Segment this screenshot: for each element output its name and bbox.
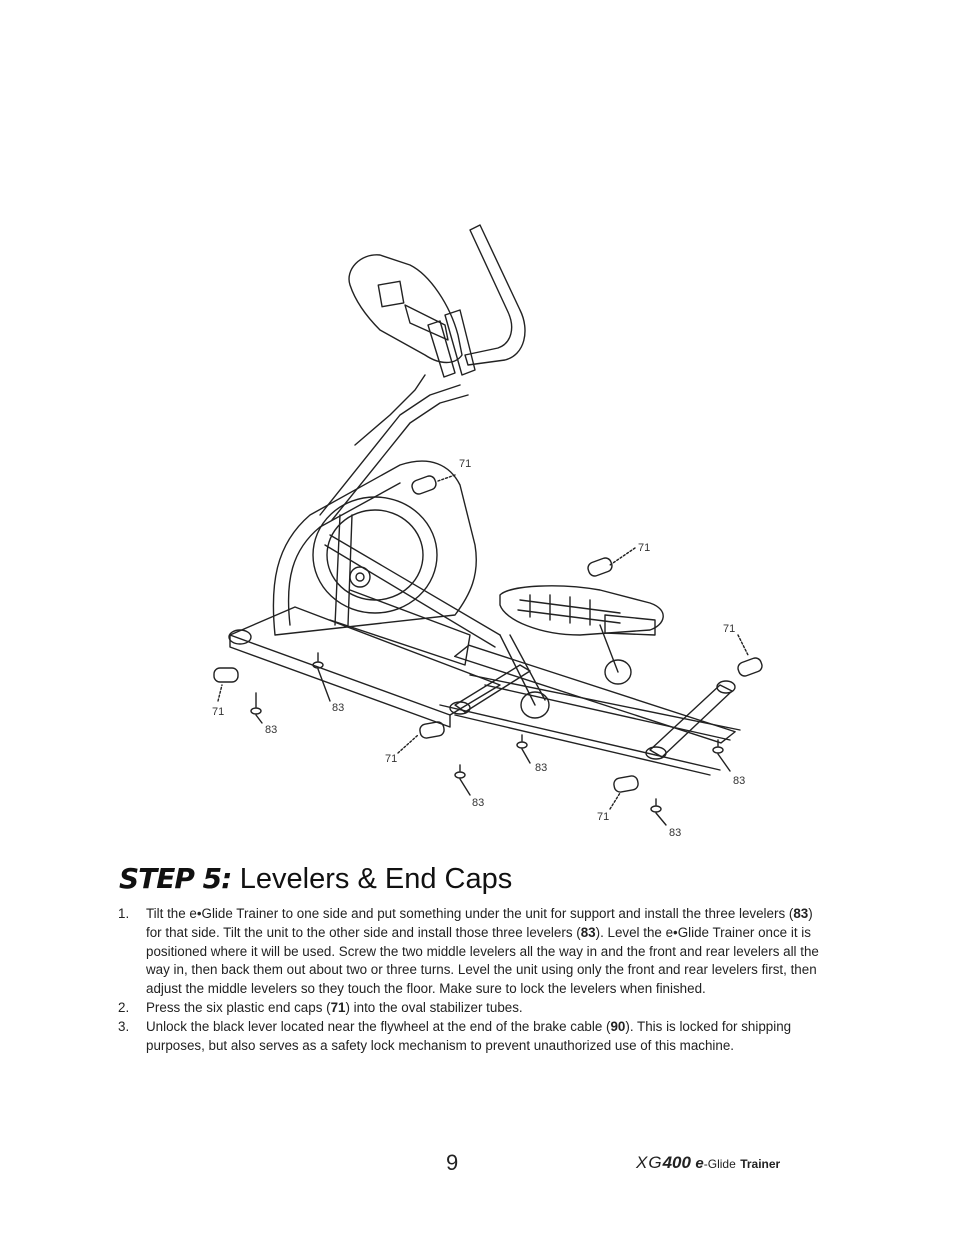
part-label-83: 83 (535, 762, 547, 774)
part-label-71: 71 (459, 458, 471, 470)
part-label-83: 83 (733, 775, 745, 787)
step-label: STEP 5: (119, 862, 232, 895)
instruction-text: ) for that side. Tilt the unit to the ot… (146, 906, 813, 940)
instruction-text: ). This is locked for shipping purposes,… (146, 1018, 792, 1053)
part-label-71: 71 (638, 542, 650, 554)
instruction-text: Press the six plastic end caps ( (146, 999, 331, 1015)
step-heading: STEP 5: Levelers & End Caps (119, 862, 512, 896)
part-reference: 83 (793, 906, 809, 921)
part-label-83: 83 (669, 827, 681, 839)
part-reference: 83 (580, 924, 596, 940)
instruction-number: 3. (118, 1018, 130, 1034)
page-number: 9 (446, 1150, 459, 1175)
part-label-71: 71 (212, 706, 224, 718)
instruction-list: 1. Tilt the e•Glide Trainer to one side … (118, 905, 826, 1055)
instruction-item: 1. Tilt the e•Glide Trainer to one side … (118, 905, 826, 999)
elliptical-trainer-illustration: 71 71 71 71 71 71 83 83 83 83 83 83 (212, 224, 763, 839)
instruction-text: Unlock the black lever located near the … (146, 1018, 611, 1034)
part-reference: 90 (610, 1018, 626, 1034)
step-title: Levelers & End Caps (239, 863, 513, 895)
instruction-number: 2. (118, 999, 130, 1015)
brand-model: 400 (662, 1153, 691, 1172)
part-label-83: 83 (265, 724, 277, 736)
part-label-71: 71 (723, 623, 735, 635)
part-reference: 71 (330, 999, 346, 1015)
part-label-83: 83 (332, 702, 344, 714)
instruction-text: ) into the oval stabilizer tubes. (345, 999, 523, 1015)
brand-trainer: Trainer (740, 1157, 781, 1171)
instruction-item: 2. Press the six plastic end caps (71) i… (118, 999, 826, 1018)
instruction-text: ). Level the e•Glide Trainer once it is … (146, 924, 819, 997)
part-label-71: 71 (385, 753, 397, 765)
instruction-text: Tilt the e•Glide Trainer to one side and… (146, 906, 794, 921)
brand-xg: XG (636, 1153, 663, 1172)
brand-glide: -Glide (703, 1157, 736, 1171)
part-label-71: 71 (597, 811, 609, 823)
instruction-item: 3. Unlock the black lever located near t… (118, 1018, 826, 1056)
brand-e: e (695, 1155, 704, 1172)
part-label-83: 83 (472, 797, 484, 809)
brand-logo: XG400 e-Glide Trainer (636, 1153, 780, 1173)
assembly-diagram: 71 71 71 71 71 71 83 83 83 83 83 83 (200, 215, 840, 845)
instruction-number: 1. (118, 906, 130, 921)
